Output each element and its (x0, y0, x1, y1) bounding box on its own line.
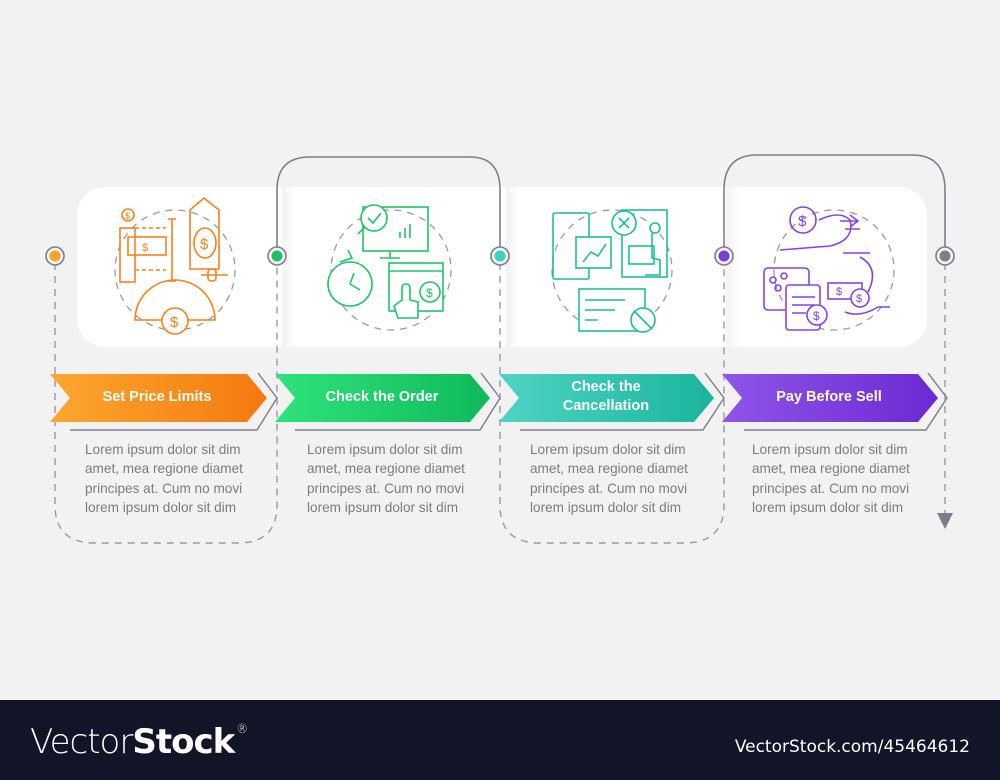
description-line: Lorem ipsum dolor sit dim (752, 442, 908, 457)
price-limits-icon: $ $ $ $ (114, 196, 236, 335)
end-arrow-icon (937, 513, 953, 529)
logo-bold-text: Stock (132, 722, 235, 762)
description-line: amet, mea regione diamet (307, 461, 465, 477)
description-line: Lorem ipsum dolor sit dim (85, 442, 241, 457)
svg-text:$: $ (856, 293, 862, 305)
description-line: Lorem ipsum dolor sit dim (307, 442, 463, 457)
description-line: principes at. Cum no movi (307, 480, 465, 496)
timeline-dots (45, 246, 955, 266)
logo-light-text: Vector (30, 722, 133, 762)
dashed-connectors (54, 263, 946, 544)
step-3-description: Lorem ipsum dolor sit dim amet, mea regi… (530, 440, 710, 518)
connectors-and-icons: $ $ $ $ $ (45, 154, 955, 544)
svg-text:$: $ (170, 314, 179, 331)
svg-text:$: $ (798, 213, 807, 230)
step-4-description: Lorem ipsum dolor sit dim amet, mea regi… (752, 440, 932, 518)
step-banners (50, 374, 938, 422)
svg-text:$: $ (426, 286, 433, 300)
card-divider-shadow (282, 187, 296, 347)
description-line: principes at. Cum no movi (85, 480, 243, 496)
top-arch-connectors (276, 154, 946, 256)
watermark-footer (0, 700, 1000, 780)
pay-before-sell-icon: $ $ $ $ (763, 206, 895, 331)
description-line: lorem ipsum dolor sit dim (752, 500, 904, 516)
card-divider-shadow (726, 187, 740, 347)
svg-text:$: $ (836, 286, 842, 298)
step-2-title: Check the Order (325, 388, 439, 405)
card-divider-shadow (506, 187, 520, 347)
infographic: $ $ $ $ $ (45, 154, 955, 544)
check-cancellation-icon (551, 209, 673, 333)
description-line: amet, mea regione diamet (530, 461, 688, 477)
banner-outline-chevrons (70, 372, 948, 431)
step-1-description: Lorem ipsum dolor sit dim amet, mea regi… (85, 440, 265, 518)
svg-text:$: $ (200, 236, 209, 253)
svg-text:$: $ (813, 309, 820, 323)
step-2-description: Lorem ipsum dolor sit dim amet, mea regi… (307, 440, 487, 518)
description-line: lorem ipsum dolor sit dim (307, 500, 459, 516)
svg-text:$: $ (142, 242, 148, 254)
svg-text:$: $ (125, 211, 130, 221)
registered-mark: ® (236, 722, 248, 736)
step-3-title-line-2: Cancellation (562, 398, 650, 414)
description-line: lorem ipsum dolor sit dim (530, 500, 682, 516)
step-3-title-line-1: Check the (571, 379, 641, 395)
step-3-title: Check the Cancellation (511, 372, 701, 422)
step-4-title: Pay Before Sell (776, 388, 882, 405)
description-line: Lorem ipsum dolor sit dim (530, 442, 686, 457)
description-line: principes at. Cum no movi (752, 480, 910, 496)
check-order-icon: $ (327, 204, 452, 331)
vectorstock-logo: VectorStock® (30, 722, 248, 762)
description-line: lorem ipsum dolor sit dim (85, 500, 237, 516)
description-line: amet, mea regione diamet (752, 461, 910, 477)
image-reference: VectorStock.com/45464612 (734, 737, 970, 757)
step-1-title: Set Price Limits (102, 388, 212, 405)
description-line: principes at. Cum no movi (530, 480, 688, 496)
description-line: amet, mea regione diamet (85, 461, 243, 477)
